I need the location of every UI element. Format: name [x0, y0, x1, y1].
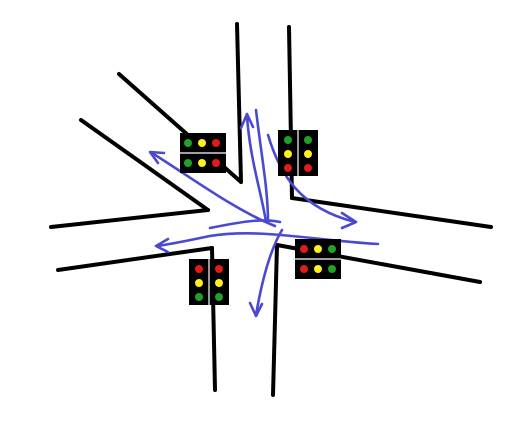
red-lamp [212, 159, 220, 167]
traffic-light-north-west [180, 133, 226, 173]
red-lamp [300, 265, 308, 273]
yellow-lamp [198, 159, 206, 167]
roads [49, 22, 493, 397]
traffic-light-south-west [189, 259, 229, 305]
yellow-lamp [304, 150, 312, 158]
green-lamp [195, 293, 203, 301]
flow-to-south [254, 228, 284, 317]
yellow-lamp [314, 265, 322, 273]
flow-to-south-arrowhead [248, 301, 264, 318]
yellow-lamp [284, 150, 292, 158]
green-lamp [284, 136, 292, 144]
road-west-lower-edge [56, 246, 214, 272]
yellow-lamp [195, 279, 203, 287]
green-lamp [215, 293, 223, 301]
red-lamp [212, 139, 220, 147]
red-lamp [195, 265, 203, 273]
road-south-right-edge [271, 243, 279, 397]
green-lamp [184, 139, 192, 147]
red-lamp [284, 164, 292, 172]
traffic-light-south-east [295, 239, 341, 279]
red-lamp [300, 245, 308, 253]
flow-to-west-arrowhead [154, 237, 170, 254]
road-northwest-lower-edge [79, 118, 210, 212]
green-lamp [304, 136, 312, 144]
red-lamp [215, 265, 223, 273]
traffic-light-north-east [278, 130, 318, 176]
yellow-lamp [198, 139, 206, 147]
yellow-lamp [314, 245, 322, 253]
road-north-left-edge [235, 22, 243, 184]
red-lamp [304, 164, 312, 172]
flow-to-north [245, 114, 268, 224]
green-lamp [328, 245, 336, 253]
green-lamp [328, 265, 336, 273]
flow-to-north-west-arrowhead [148, 150, 166, 165]
yellow-lamp [215, 279, 223, 287]
flow-to-north-branch [254, 108, 270, 224]
flow-to-north-arrowhead [239, 112, 255, 130]
flow-to-east-arrowhead [340, 211, 358, 230]
flow-from-west-curve [208, 219, 282, 230]
flow-to-east [266, 133, 357, 224]
traffic-lights [180, 130, 341, 305]
road-west-upper-edge [49, 208, 210, 229]
road-east-upper-edge [290, 196, 493, 229]
flow-to-west [155, 232, 380, 248]
green-lamp [184, 159, 192, 167]
